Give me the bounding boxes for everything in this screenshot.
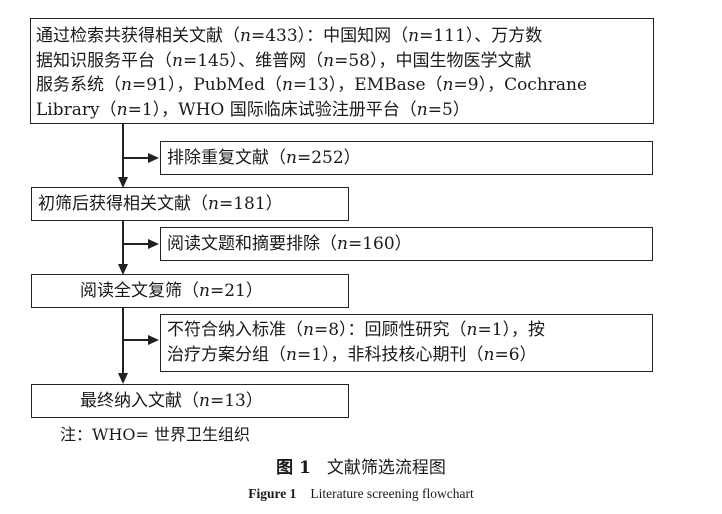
- footnote: 注：WHO= 世界卫生组织: [60, 425, 251, 444]
- branch-line-2: [123, 243, 151, 245]
- arrow-down-1: [118, 177, 128, 188]
- figure-caption-cn: 图 1 文献筛选流程图: [0, 453, 722, 478]
- duplicates-removed-box: 排除重复文献（n=252）: [160, 141, 653, 175]
- connector-line-1: [122, 124, 124, 179]
- connector-line-2: [122, 221, 124, 266]
- title-abstract-excluded-text: 阅读文题和摘要排除（n=160）: [167, 234, 412, 254]
- records-identified-line-4: Library（n=1），WHO 国际临床试验注册平台（n=5）: [36, 99, 470, 120]
- connector-line-3: [122, 308, 124, 375]
- arrow-down-2: [118, 264, 128, 275]
- figure-caption-en: Figure 1 Literature screening flowchart: [0, 486, 722, 502]
- full-text-excluded-line-1: 不符合纳入标准（n=8）：回顾性研究（n=1），按: [167, 320, 546, 340]
- records-identified-line-1: 通过检索共获得相关文献（n=433）：中国知网（n=111）、万方数: [36, 26, 543, 46]
- records-identified-line-2: 据知识服务平台（n=145）、维普网（n=58），中国生物医学文献: [36, 50, 532, 71]
- records-identified-box: 通过检索共获得相关文献（n=433）：中国知网（n=111）、万方数 据知识服务…: [30, 18, 654, 124]
- final-included-text: 最终纳入文献（n=13）: [80, 391, 263, 411]
- final-included-box: 最终纳入文献（n=13）: [31, 384, 349, 418]
- full-text-excluded-line-2: 治疗方案分组（n=1），非科技核心期刊（n=6）: [167, 344, 537, 365]
- duplicates-removed-text: 排除重复文献（n=252）: [167, 148, 361, 168]
- arrow-right-2: [148, 239, 159, 249]
- arrow-right-3: [148, 335, 159, 345]
- figure-title-cn: 文献筛选流程图: [326, 458, 446, 478]
- full-text-review-text: 阅读全文复筛（n=21）: [80, 281, 263, 301]
- figure-label-en: Figure 1: [248, 486, 297, 501]
- arrow-down-3: [118, 373, 128, 384]
- figure-title-en: Literature screening flowchart: [310, 486, 474, 501]
- full-text-review-box: 阅读全文复筛（n=21）: [31, 274, 349, 308]
- figure-label-cn: 图 1: [276, 458, 311, 478]
- records-identified-line-3: 服务系统（n=91），PubMed（n=13），EMBase（n=9），Coch…: [36, 75, 588, 95]
- after-screening-box: 初筛后获得相关文献（n=181）: [31, 187, 349, 221]
- branch-line-1: [123, 157, 151, 159]
- arrow-right-1: [148, 153, 159, 163]
- title-abstract-excluded-box: 阅读文题和摘要排除（n=160）: [160, 227, 653, 261]
- full-text-excluded-box: 不符合纳入标准（n=8）：回顾性研究（n=1），按 治疗方案分组（n=1），非科…: [160, 314, 653, 372]
- after-screening-text: 初筛后获得相关文献（n=181）: [38, 194, 283, 214]
- branch-line-3: [123, 339, 151, 341]
